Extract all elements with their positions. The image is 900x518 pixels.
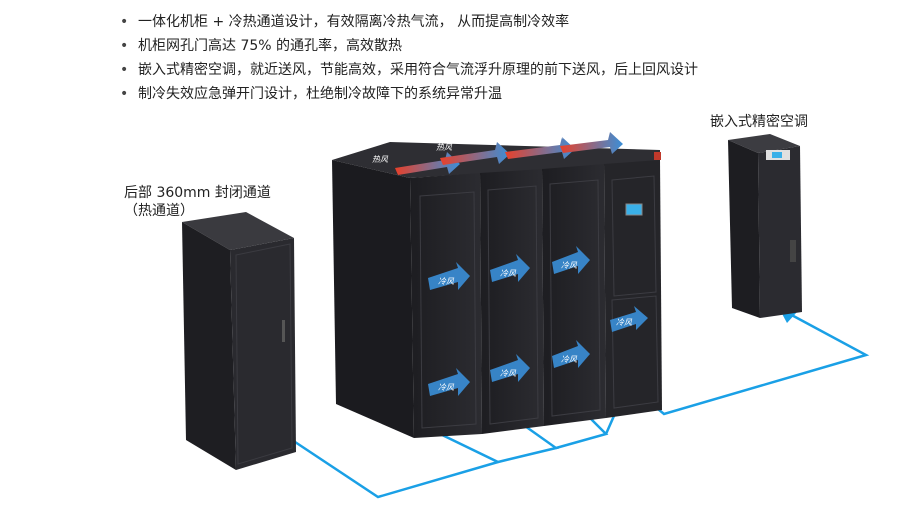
rear-channel-label: 后部 360mm 封闭通道: [124, 185, 271, 201]
rear-channel-cabinet: [182, 212, 296, 470]
hot-air-arrows: 热风 热风 热风 热风: [372, 131, 623, 175]
feature-text: 一体化机柜 + 冷热通道设计，有效隔离冷热气流， 从而提高制冷效率: [138, 14, 570, 30]
feature-item: • 机柜网孔门高达 75% 的通孔率，高效散热: [120, 34, 698, 58]
cabinet-row: [332, 142, 662, 438]
feature-item: • 制冷失效应急弹开门设计，杜绝制冷故障下的系统异常升温: [120, 82, 698, 106]
feature-item: • 一体化机柜 + 冷热通道设计，有效隔离冷热气流， 从而提高制冷效率: [120, 10, 698, 34]
cold-air-tags: 冷风 冷风 冷风 冷风 冷风 冷风 冷风: [438, 261, 633, 392]
feature-text: 机柜网孔门高达 75% 的通孔率，高效散热: [138, 38, 403, 54]
hot-air-tag: 热风: [372, 155, 389, 164]
cold-air-tag: 冷风: [561, 355, 578, 364]
bullet-marker: •: [120, 14, 129, 30]
bullet-marker: •: [120, 38, 129, 54]
ac-display-icon: [772, 152, 782, 158]
bullet-marker: •: [120, 62, 129, 78]
control-screen-icon: [625, 203, 643, 216]
hot-air-tag: 热风: [436, 143, 453, 152]
bullet-marker: •: [120, 86, 129, 102]
feature-text: 嵌入式精密空调，就近送风，节能高效，采用符合气流浮升原理的前下送风，后上回风设计: [138, 62, 698, 78]
embedded-ac-standalone: [728, 134, 802, 318]
hot-air-tag: 热风: [500, 135, 517, 144]
duct-line-branch: [435, 412, 559, 464]
cold-air-arrows: [428, 246, 648, 396]
duct-line-left: [279, 430, 499, 499]
embedded-ac-label: 嵌入式精密空调: [710, 114, 808, 130]
feature-item: • 嵌入式精密空调，就近送风，节能高效，采用符合气流浮升原理的前下送风，后上回风设…: [120, 58, 698, 82]
cold-air-tag: 冷风: [438, 383, 455, 392]
cold-air-tag: 冷风: [500, 269, 517, 278]
feature-text: 制冷失效应急弹开门设计，杜绝制冷故障下的系统异常升温: [138, 86, 502, 102]
embedded-ac-unit: [604, 160, 662, 418]
rack-cabinet-1: [410, 173, 482, 438]
rear-channel-sublabel: （热通道）: [124, 203, 194, 219]
cold-air-tag: 冷风: [616, 318, 633, 327]
feature-list: • 一体化机柜 + 冷热通道设计，有效隔离冷热气流， 从而提高制冷效率 • 机柜网孔…: [120, 10, 698, 106]
hot-air-tag: 热风: [555, 131, 572, 140]
cold-air-tag: 冷风: [438, 277, 455, 286]
cold-air-tag: 冷风: [500, 369, 517, 378]
cold-air-tag: 冷风: [561, 261, 578, 270]
